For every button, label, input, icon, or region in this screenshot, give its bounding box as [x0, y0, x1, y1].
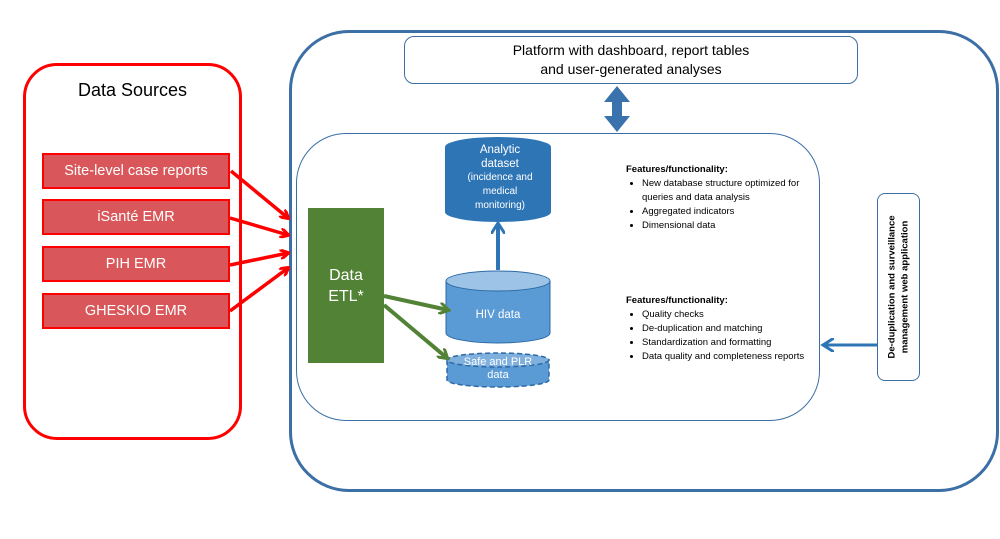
analytic-line-5: monitoring) — [474, 200, 526, 211]
source-label: Site-level case reports — [64, 163, 208, 179]
source-isante-emr: iSanté EMR — [42, 199, 230, 235]
analytic-line-1: Analytic — [479, 144, 521, 156]
platform-line-2: and user-generated analyses — [540, 61, 722, 77]
source-gheskio-emr: GHESKIO EMR — [42, 293, 230, 329]
dedup-app-label: De-duplication and surveillance manageme… — [877, 193, 920, 381]
feature-item: Standardization and formatting — [642, 336, 816, 350]
dedup-line-2: management web application — [899, 220, 911, 354]
feature-item: Data quality and completeness reports — [642, 350, 816, 364]
data-warehouse-panel — [296, 133, 820, 421]
dedup-line-1: De-duplication and surveillance — [886, 215, 898, 359]
features-list: Quality checks De-duplication and matchi… — [626, 308, 816, 364]
features-hiv: Features/functionality: Quality checks D… — [626, 294, 816, 364]
safe-plr-data-label: Safe and PLR data — [446, 356, 550, 382]
analytic-line-2: dataset — [481, 158, 519, 170]
features-list: New database structure optimized for que… — [626, 177, 816, 233]
dedup-app-box — [877, 193, 920, 381]
source-label: PIH EMR — [105, 256, 167, 272]
feature-item: De-duplication and matching — [642, 322, 816, 336]
platform-line-1: Platform with dashboard, report tables — [512, 42, 750, 58]
feature-item: Aggregated indicators — [642, 205, 816, 219]
source-site-level-case-reports: Site-level case reports — [42, 153, 230, 189]
safe-line-1: Safe and PLR — [463, 356, 533, 368]
etl-line-1: Data — [329, 266, 363, 284]
etl-line-2: ETL* — [328, 287, 364, 305]
source-label: iSanté EMR — [97, 209, 175, 225]
source-label: GHESKIO EMR — [84, 303, 188, 319]
platform-box: Platform with dashboard, report tables a… — [404, 36, 858, 84]
feature-item: Dimensional data — [642, 219, 816, 233]
analytic-line-4: medical — [482, 186, 518, 197]
feature-item: Quality checks — [642, 308, 816, 322]
source-pih-emr: PIH EMR — [42, 246, 230, 282]
safe-line-2: data — [487, 369, 509, 381]
data-sources-title: Data Sources — [77, 80, 188, 100]
features-title: Features/functionality: — [626, 164, 728, 175]
feature-item: New database structure optimized for que… — [642, 177, 816, 205]
system-panel — [289, 30, 999, 492]
analytic-line-3: (incidence and — [467, 172, 533, 183]
data-etl-box: Data ETL* — [308, 208, 384, 363]
analytic-dataset-label: Analytic dataset (incidence and medical … — [447, 143, 553, 213]
features-title: Features/functionality: — [626, 295, 728, 306]
hiv-data-label: HIV data — [475, 309, 521, 321]
features-analytic: Features/functionality: New database str… — [626, 163, 816, 233]
